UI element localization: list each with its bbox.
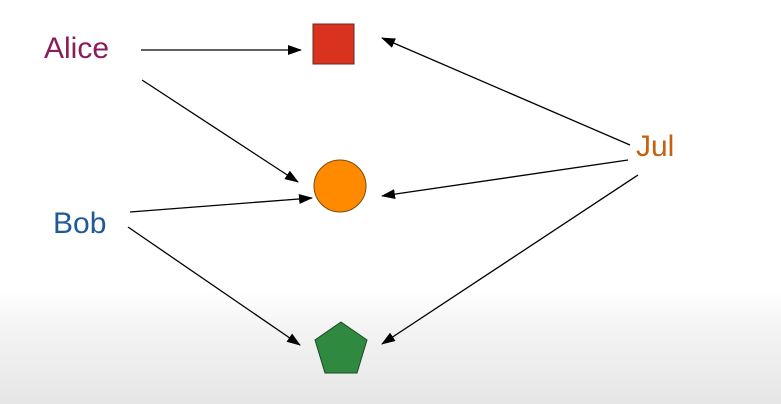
node-label-alice: Alice [44, 32, 110, 65]
node-label-bob: Bob [53, 207, 107, 240]
arrow-jul-to-circle [381, 159, 629, 200]
arrow-alice-to-circle [141, 79, 299, 183]
orange-circle-shape [313, 159, 367, 213]
arrow-jul-to-square [381, 37, 631, 146]
node-label-jul: Jul [636, 130, 675, 163]
green-pentagon-shape [314, 321, 368, 374]
arrow-bob-to-circle [129, 194, 313, 213]
red-square-shape [312, 23, 355, 65]
arrow-jul-to-pentagon [381, 174, 639, 345]
arrow-bob-to-pentagon [127, 226, 301, 346]
